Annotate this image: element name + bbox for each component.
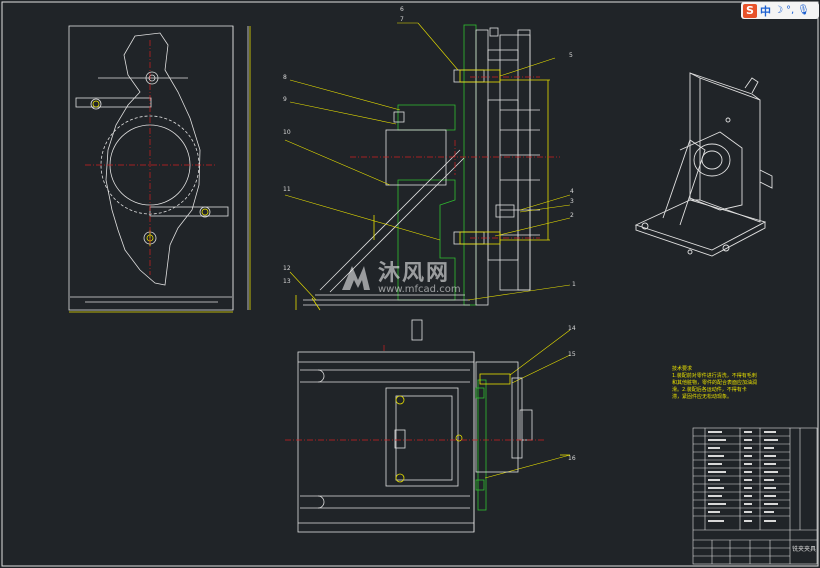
tech-req-line: 和其他脏物，零件的配合表面应加油润 — [672, 380, 758, 386]
balloon-label: 7 — [400, 16, 404, 23]
leader-lines — [284, 22, 571, 479]
section-view-centerlines — [350, 76, 560, 239]
tech-req-heading: 技术要求 — [672, 366, 693, 372]
bottom-view-yellow — [395, 373, 570, 483]
balloon-label: 1 — [572, 281, 576, 288]
microphone-icon[interactable]: 🎙 — [797, 5, 810, 16]
isometric-view — [634, 72, 773, 257]
left-view — [68, 25, 249, 311]
balloon-label: 11 — [283, 186, 291, 193]
left-view-centerlines — [85, 40, 215, 275]
balloon-label: 8 — [283, 74, 287, 81]
balloon-labels: 6 7 5 8 9 10 11 4 3 2 12 13 1 14 15 16 — [283, 6, 576, 462]
balloon-label: 5 — [569, 52, 573, 59]
left-view-yellow — [69, 26, 251, 313]
ime-logo-icon[interactable]: S — [743, 3, 757, 18]
balloon-label: 16 — [568, 455, 576, 462]
moon-icon[interactable]: ☽ — [774, 5, 783, 16]
balloon-label: 4 — [570, 188, 574, 195]
bottom-view — [297, 351, 533, 533]
tech-req-line: 1.装配前对零件进行清洗，不得有毛刺 — [672, 373, 757, 379]
tech-req-line: 滑。2.装配后各运动件，不得有卡 — [672, 387, 747, 393]
balloon-label: 14 — [568, 325, 576, 332]
balloon-label: 2 — [570, 212, 574, 219]
balloon-label: 12 — [283, 265, 291, 272]
bottom-view-centerline — [285, 345, 545, 441]
watermark-site-name: 沐风网 — [378, 261, 451, 286]
watermark: 沐风网 www.mfcad.com — [338, 262, 461, 296]
watermark-logo-icon — [342, 266, 370, 290]
balloon-label: 9 — [283, 96, 287, 103]
balloon-label: 13 — [283, 278, 291, 285]
bottom-view-hatch — [475, 387, 485, 491]
drawing-name: 铣夹夹具 — [792, 545, 816, 553]
balloon-label: 10 — [283, 129, 291, 136]
comma-icon[interactable]: °, — [785, 5, 795, 16]
balloon-label: 3 — [570, 198, 574, 205]
balloon-label: 6 — [400, 6, 404, 13]
watermark-url: www.mfcad.com — [378, 284, 461, 295]
ime-toolbar[interactable]: S 中 ☽ °, 🎙 — [741, 2, 819, 19]
tech-req-line: 滞，紧固件应无松动现象。 — [672, 394, 733, 400]
bom-table — [692, 427, 818, 565]
ime-language-toggle[interactable]: 中 — [760, 4, 771, 18]
bom-cell-marks — [708, 431, 778, 522]
technical-requirements: 技术要求 1.装配前对零件进行清洗，不得有毛刺 和其他脏物，零件的配合表面应加油… — [672, 366, 772, 401]
balloon-label: 15 — [568, 351, 576, 358]
